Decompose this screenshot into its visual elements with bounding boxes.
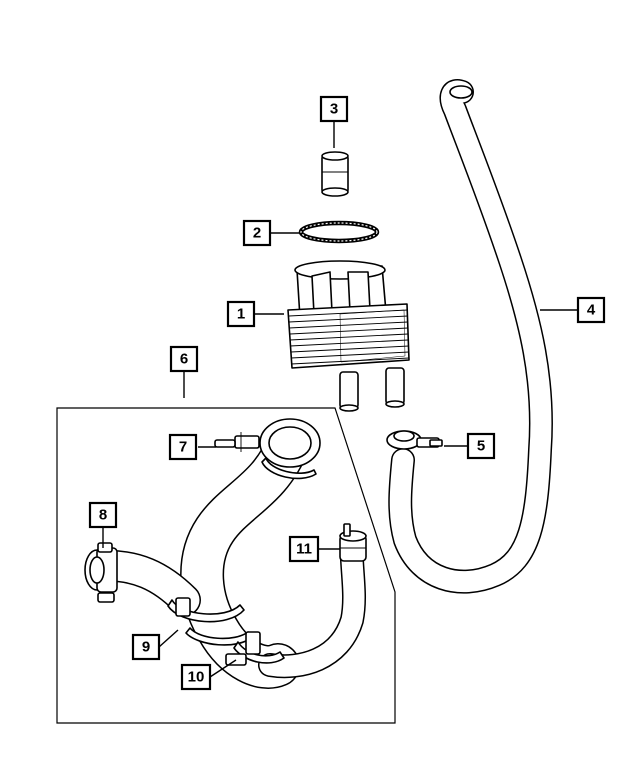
callout-11-label: 11 (296, 541, 312, 558)
callout-7-label: 7 (179, 439, 187, 456)
hose-clamp-9 (167, 597, 253, 646)
callout-2-label: 2 (253, 225, 261, 242)
callout-5: 5 (466, 432, 496, 460)
callout-4-label: 4 (587, 302, 596, 319)
adapter-fitting (321, 151, 349, 197)
callout-4: 4 (576, 296, 606, 324)
callout-7: 7 (168, 433, 198, 461)
hose-clamp-10 (225, 631, 285, 666)
callout-6-label: 6 (180, 351, 188, 368)
callout-9-label: 9 (142, 639, 150, 656)
callout-8: 8 (88, 501, 118, 529)
callout-10: 10 (180, 663, 212, 691)
callout-3: 3 (319, 95, 349, 123)
oil-cooler (287, 260, 410, 412)
callout-11: 11 (288, 535, 320, 563)
inset-frame (56, 407, 396, 724)
cooler-fins (288, 309, 410, 365)
quick-connector-8 (84, 542, 118, 603)
hose-connector-11 (339, 523, 367, 562)
callout-5-label: 5 (477, 438, 485, 455)
callout-10-label: 10 (188, 669, 205, 686)
callout-6: 6 (169, 345, 199, 373)
callout-1-label: 1 (237, 306, 245, 323)
callout-8-label: 8 (99, 507, 107, 524)
callout-1: 1 (226, 300, 256, 328)
seal-ring (298, 220, 380, 244)
callout-2: 2 (242, 219, 272, 247)
hose-clamp-7 (214, 432, 317, 480)
leader-lines (102, 121, 578, 678)
long-hose (388, 79, 553, 594)
callout-9: 9 (131, 633, 161, 661)
hose-clamp-5 (386, 430, 443, 450)
callout-3-label: 3 (330, 101, 338, 118)
